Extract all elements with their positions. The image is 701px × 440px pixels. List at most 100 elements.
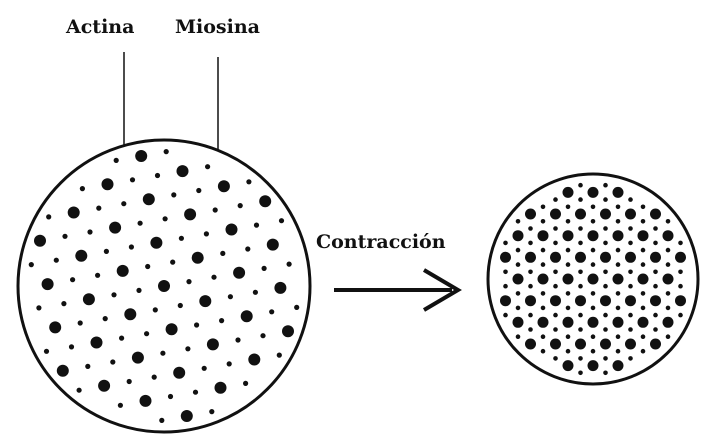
actin-filament [287,262,292,267]
myosin-filament [538,317,549,328]
actin-filament [159,418,164,423]
myosin-filament [166,323,178,335]
actin-filament [155,173,160,178]
myosin-filament [600,339,611,350]
actin-filament [541,349,546,354]
actin-filament [541,291,546,296]
myosin-filament [68,207,80,219]
myosin-filament [109,222,121,234]
myosin-filament [525,209,536,220]
myosin-filament [513,230,524,241]
actin-filament [641,306,646,311]
actin-filament [503,284,508,289]
actin-filament [578,270,583,275]
actin-filament [528,327,533,332]
actin-filament [603,313,608,318]
actin-filament [168,394,173,399]
myosin-filament [143,193,155,205]
actin-filament [541,219,546,224]
actin-filament [164,149,169,154]
myosin-filament [663,317,674,328]
actin-filament [591,262,596,267]
actin-filament [243,381,248,386]
myosin-filament [588,317,599,328]
myosin-filament [140,395,152,407]
actin-filament [553,284,558,289]
actin-filament [666,248,671,253]
myosin-filament [192,252,204,264]
myosin-filament [600,295,611,306]
myosin-filament [588,230,599,241]
actin-filament [578,313,583,318]
myosin-filament [525,252,536,263]
myosin-filament [49,321,61,333]
actin-filament [641,334,646,339]
myosin-filament [638,317,649,328]
actin-filament [628,356,633,361]
actin-filament [194,322,199,327]
actin-filament [262,266,267,271]
actin-filament [641,262,646,267]
actin-filament [129,244,134,249]
actin-filament [528,313,533,318]
actin-filament [253,290,258,295]
actin-filament [641,205,646,210]
myosin-filament [124,308,136,320]
myosin-filament [184,208,196,220]
actin-filament [186,279,191,284]
myosin-filament [158,280,170,292]
actin-filament [616,291,621,296]
myosin-filament [500,252,511,263]
myosin-filament [625,295,636,306]
myosin-filament [75,250,87,262]
actin-filament [516,219,521,224]
myosin-filament [34,235,46,247]
actin-filament [152,375,157,380]
myosin-filament [181,410,193,422]
actin-filament [235,337,240,342]
actin-filament [578,241,583,246]
actin-filament [269,309,274,314]
myosin-filament [538,274,549,285]
myosin-filament [563,230,574,241]
actin-filament [130,177,135,182]
actin-filament [553,270,558,275]
actin-filament [78,320,83,325]
arrow-right-icon [334,270,458,310]
myosin-filament [150,237,162,249]
actin-filament [528,270,533,275]
actin-filament [196,188,201,193]
actin-filament [641,248,646,253]
actin-filament [516,248,521,253]
actin-filament [205,164,210,169]
actin-filament [578,183,583,188]
myosin-filament [575,295,586,306]
actin-filament [603,284,608,289]
myosin-filament [538,230,549,241]
myosin-filament [57,365,69,377]
myosin-filament [675,295,686,306]
actin-filament [666,334,671,339]
actin-filament [566,219,571,224]
actin-filament [566,306,571,311]
myosin-filament [218,180,230,192]
actin-filament [616,219,621,224]
actin-filament [578,327,583,332]
actin-filament [202,366,207,371]
actin-filament [653,226,658,231]
myosin-filament [650,209,661,220]
myosin-filament [550,252,561,263]
myosin-filament [600,209,611,220]
myosin-filament [663,274,674,285]
myosin-filament [563,317,574,328]
actin-filament [578,284,583,289]
actin-filament [46,214,51,219]
myosin-filament [638,274,649,285]
myosin-filament [199,295,211,307]
actin-filament [553,226,558,231]
actin-filament [653,313,658,318]
myosin-filament [650,295,661,306]
actin-filament [616,248,621,253]
actin-filament [238,203,243,208]
